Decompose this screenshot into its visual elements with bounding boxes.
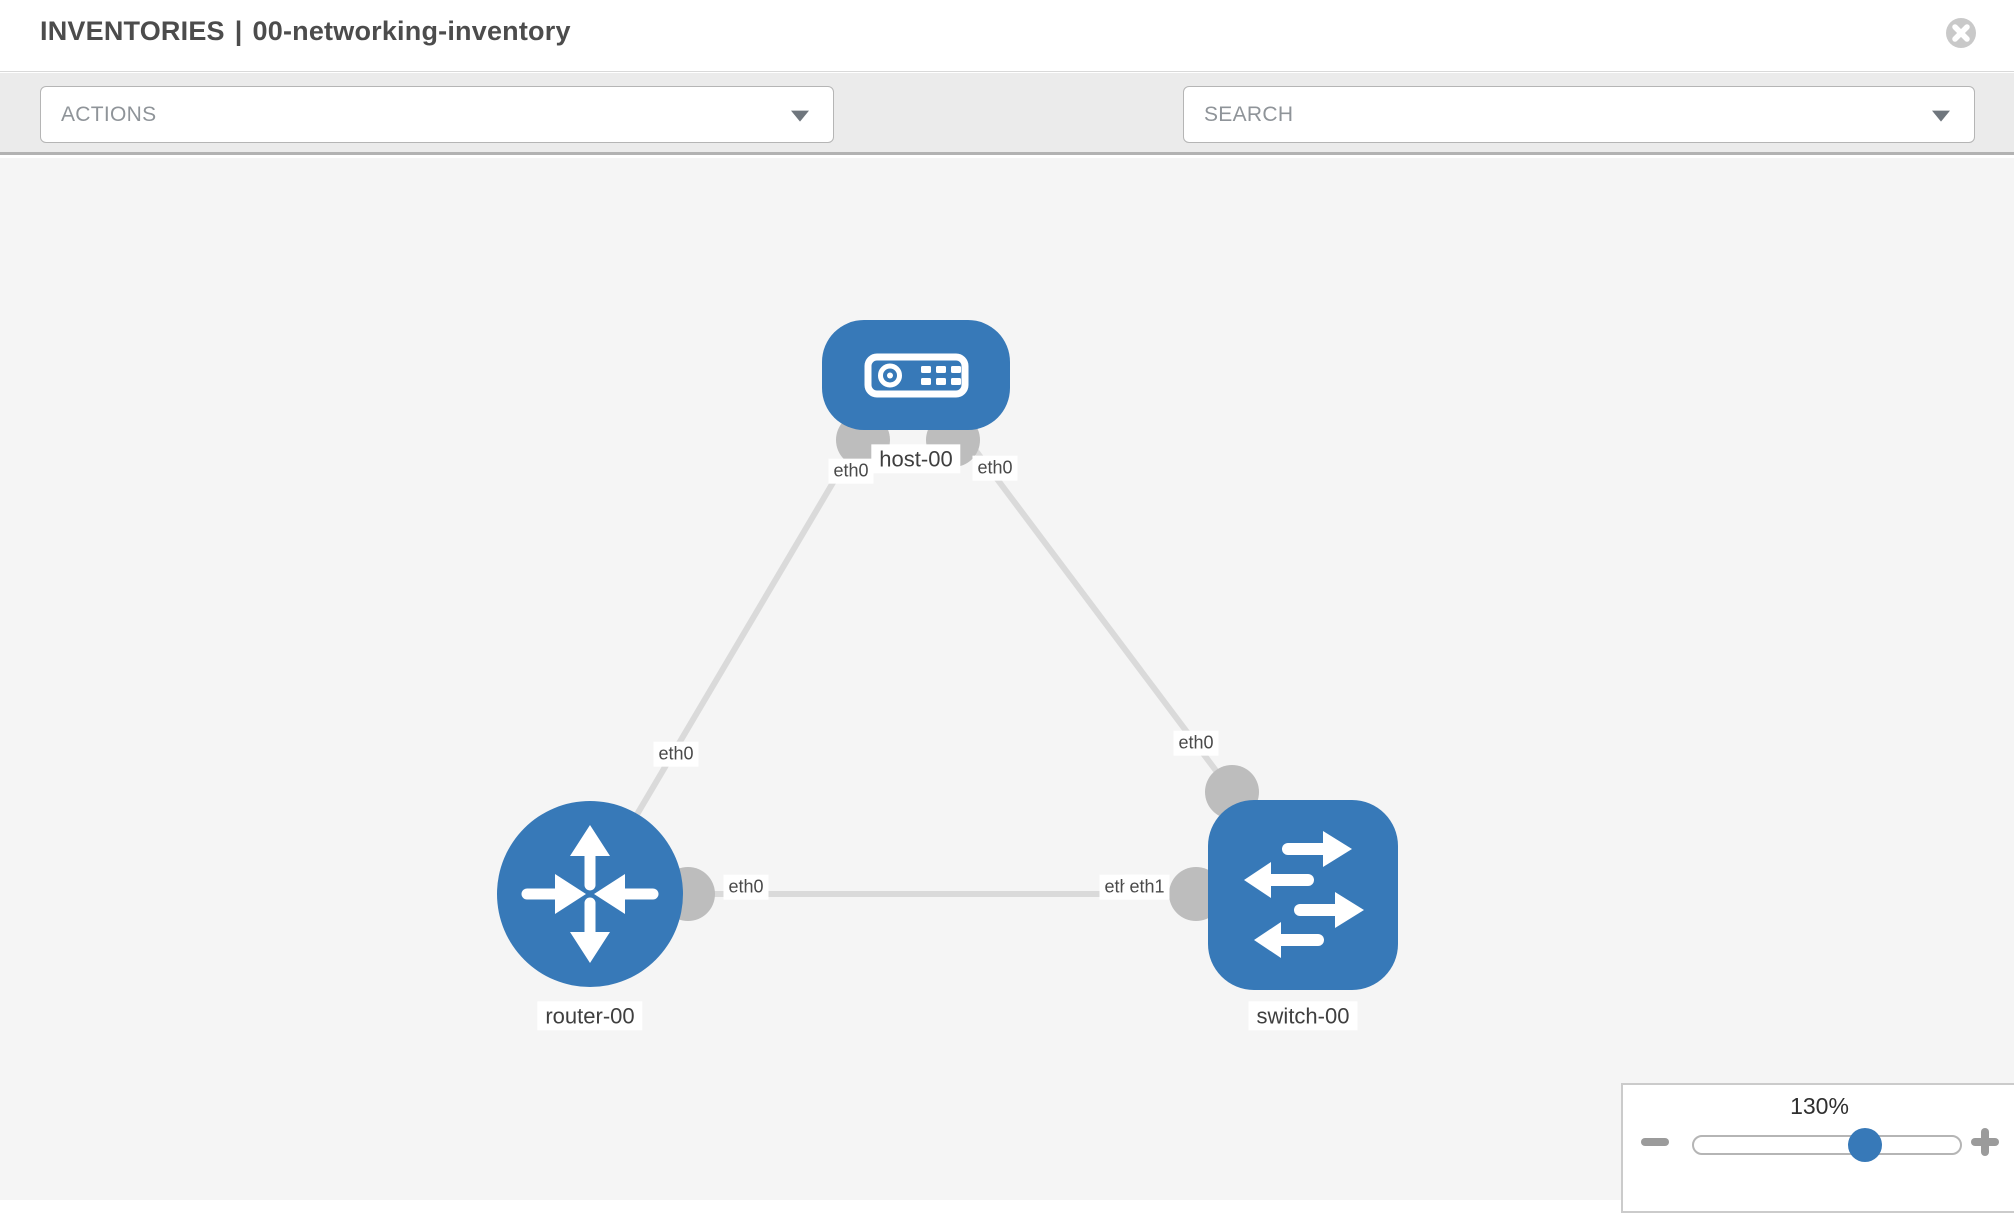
circle-x-icon xyxy=(1946,18,1976,48)
topology-canvas[interactable]: eth0 host-00 eth0 eth0 eth0 eth0 eth0 et… xyxy=(0,158,2014,1200)
minus-icon xyxy=(1641,1138,1669,1146)
search-dropdown-label: SEARCH xyxy=(1204,102,1294,126)
interface-label: eth0 xyxy=(828,458,874,484)
caret-down-icon xyxy=(791,110,809,122)
page-title-section: INVENTORIES xyxy=(40,16,225,46)
router-arrows-icon xyxy=(521,825,659,963)
topology-diagram xyxy=(497,320,1398,990)
interface-label: eth0 xyxy=(972,455,1018,481)
zoom-level-text: 130% xyxy=(1790,1093,1849,1119)
header-bar: INVENTORIES | 00-networking-inventory xyxy=(0,0,2014,72)
interface-label: eth0 xyxy=(1173,730,1219,756)
node-router-00[interactable] xyxy=(497,801,683,987)
server-icon xyxy=(864,353,969,398)
search-dropdown[interactable]: SEARCH xyxy=(1183,86,1975,143)
page-title-inventory-name: 00-networking-inventory xyxy=(252,16,571,46)
interface-label: eth1 xyxy=(1124,874,1170,900)
close-button[interactable] xyxy=(1945,17,1977,49)
page-title-separator: | xyxy=(234,16,243,46)
toolbar: ACTIONS SEARCH xyxy=(0,73,2014,206)
node-host-00[interactable] xyxy=(822,320,1010,430)
node-switch-00[interactable] xyxy=(1208,800,1398,990)
interface-label: eth0 xyxy=(653,741,699,767)
zoom-panel: 130% xyxy=(1621,1083,2014,1213)
link-host-router[interactable] xyxy=(587,401,883,896)
zoom-out-button[interactable] xyxy=(1638,1125,1672,1159)
zoom-slider-track[interactable] xyxy=(1692,1135,1962,1155)
actions-dropdown[interactable]: ACTIONS xyxy=(40,86,834,143)
node-label-switch-00: switch-00 xyxy=(1248,1001,1358,1031)
node-label-host-00: host-00 xyxy=(871,444,961,474)
interface-label: eth0 xyxy=(723,874,769,900)
actions-dropdown-label: ACTIONS xyxy=(61,102,157,126)
switch-arrows-icon xyxy=(1244,831,1364,958)
node-label-router-00: router-00 xyxy=(537,1001,643,1031)
page-title: INVENTORIES | 00-networking-inventory xyxy=(40,16,571,47)
plus-icon xyxy=(1981,1128,1989,1156)
zoom-in-button[interactable] xyxy=(1968,1125,2002,1159)
zoom-slider-thumb[interactable] xyxy=(1848,1128,1882,1162)
caret-down-icon xyxy=(1932,110,1950,122)
